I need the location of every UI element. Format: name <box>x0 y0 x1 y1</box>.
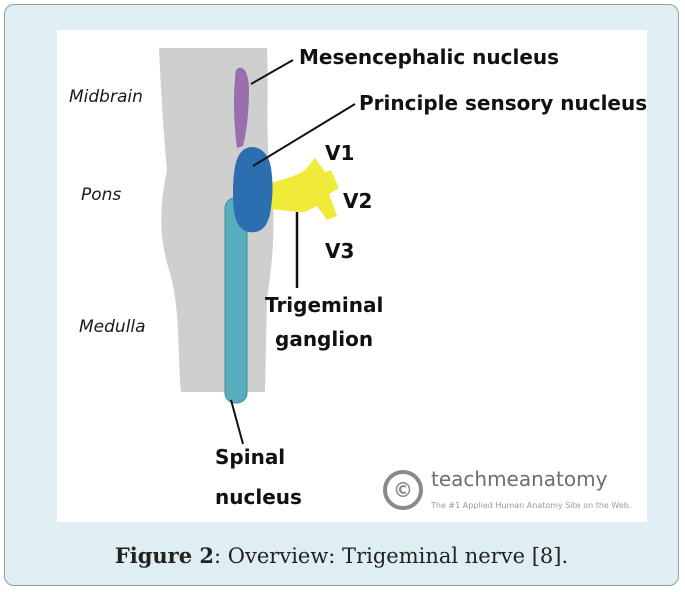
figure-image: Midbrain Pons Medulla Mesencephalic nucl… <box>57 30 647 522</box>
label-trigeminal-line1: Trigeminal <box>265 293 383 317</box>
watermark-title: teachmeanatomy <box>431 467 608 491</box>
label-v2: V2 <box>343 189 372 213</box>
teachmeanatomy-watermark: © teachmeanatomy The #1 Applied Human An… <box>385 467 631 510</box>
label-v3: V3 <box>325 239 354 263</box>
label-pons: Pons <box>81 185 121 205</box>
label-midbrain: Midbrain <box>69 87 143 107</box>
label-spinal-line2: nucleus <box>215 485 302 509</box>
label-principle-sensory-nucleus: Principle sensory nucleus <box>359 91 647 115</box>
copyright-glyph: © <box>393 478 413 502</box>
figure-caption: Figure 2: Overview: Trigeminal nerve [8]… <box>5 543 678 568</box>
caption-text: : Overview: Trigeminal nerve [8]. <box>214 544 568 568</box>
figure-frame: Midbrain Pons Medulla Mesencephalic nucl… <box>4 4 679 586</box>
watermark-subtitle: The #1 Applied Human Anatomy Site on the… <box>430 501 631 510</box>
label-spinal-line1: Spinal <box>215 445 285 469</box>
label-v1: V1 <box>325 141 354 165</box>
trigeminal-diagram: Midbrain Pons Medulla Mesencephalic nucl… <box>57 30 647 522</box>
label-medulla: Medulla <box>79 317 146 337</box>
leader-spinal <box>231 400 243 444</box>
label-mesencephalic-nucleus: Mesencephalic nucleus <box>299 45 559 69</box>
principle-sensory-nucleus <box>233 147 273 232</box>
label-trigeminal-line2: ganglion <box>275 327 373 351</box>
trigeminal-ganglion <box>265 158 339 220</box>
caption-label: Figure 2 <box>115 543 214 568</box>
